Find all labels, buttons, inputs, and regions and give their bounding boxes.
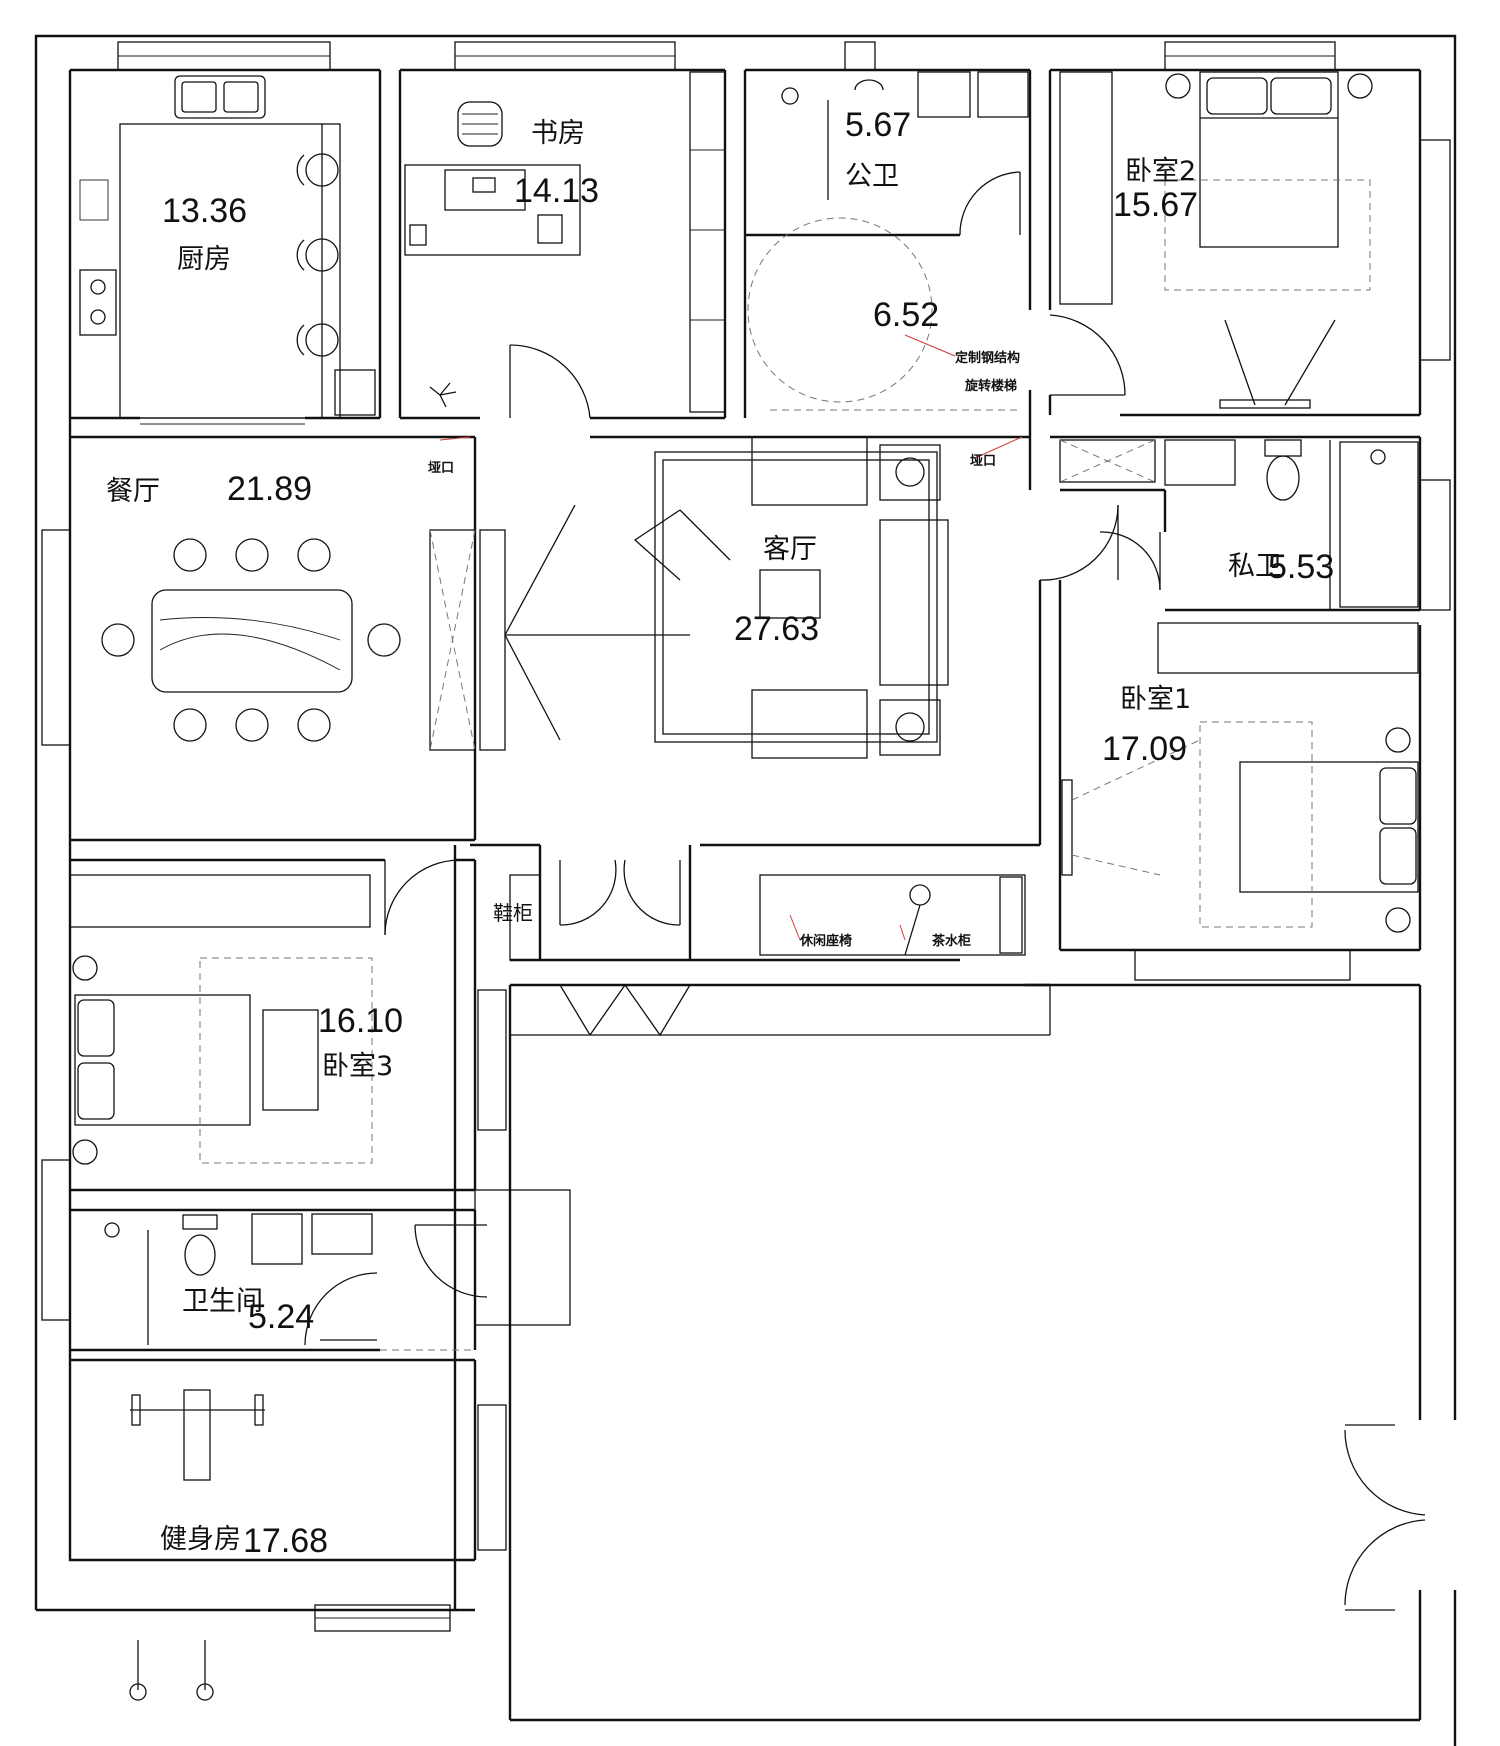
living-area: 27.63 (734, 610, 819, 648)
gym-area: 17.68 (243, 1522, 328, 1560)
bedroom2-name: 卧室2 (1125, 156, 1196, 187)
toilet-area: 5.24 (248, 1298, 314, 1336)
bedroom1-furniture (1061, 622, 1419, 933)
public-bath-area: 5.67 (845, 106, 911, 144)
study-furniture (404, 71, 726, 413)
study-area: 14.13 (514, 172, 599, 210)
stair-note-line1: 定制钢结构 (954, 350, 1020, 366)
bedroom3-area: 16.10 (318, 1002, 403, 1040)
private-bath-name: 私卫 (1228, 551, 1282, 582)
public-bath-name: 公卫 (845, 161, 899, 192)
entry-furniture (509, 874, 1026, 961)
dining-furniture (101, 529, 476, 751)
kitchen-name: 厨房 (177, 244, 231, 275)
bedroom2-area: 15.67 (1113, 186, 1198, 224)
annotations: 定制钢结构 旋转楼梯 垭口 垭口 鞋柜 休闲座椅 茶水柜 (428, 350, 1020, 949)
gym-furniture (129, 1389, 451, 1701)
bedroom3-name: 卧室3 (322, 1051, 393, 1082)
doors (304, 171, 1426, 1611)
bedroom2-furniture (1059, 71, 1373, 409)
kitchen-furniture (79, 75, 376, 419)
spiral-stair (747, 217, 1020, 411)
toilet-name: 卫生间 (182, 1286, 263, 1317)
bedroom3-furniture (69, 874, 373, 1165)
room-labels: 13.36 厨房 书房 14.13 5.67 公卫 6.52 卧室2 15.67… (106, 106, 1334, 1560)
leisure-seat-label: 休闲座椅 (799, 933, 852, 949)
hall-area: 6.52 (873, 296, 939, 334)
shoe-cabinet-label: 鞋柜 (493, 901, 533, 925)
stair-note-line2: 旋转楼梯 (964, 378, 1017, 394)
bedroom1-area: 17.09 (1102, 730, 1187, 768)
annotation-leaders (439, 334, 1023, 941)
opening-note-right: 垭口 (970, 454, 996, 469)
gym-name: 健身房 (160, 1524, 241, 1555)
tea-cabinet-label: 茶水柜 (932, 933, 971, 949)
toilet-furniture (104, 1213, 475, 1351)
interior-walls (70, 68, 1422, 1610)
public-bath-furniture (781, 71, 1029, 200)
private-bath-area: 5.53 (1268, 548, 1334, 586)
dining-area: 21.89 (227, 470, 312, 508)
bedroom1-name: 卧室1 (1120, 684, 1191, 715)
dining-name: 餐厅 (106, 476, 160, 507)
living-name: 客厅 (763, 534, 817, 565)
opening-note-left: 垭口 (428, 461, 454, 476)
private-bath-furniture (1059, 439, 1419, 610)
living-furniture (479, 436, 949, 759)
kitchen-area: 13.36 (162, 192, 247, 230)
study-name: 书房 (531, 118, 585, 149)
